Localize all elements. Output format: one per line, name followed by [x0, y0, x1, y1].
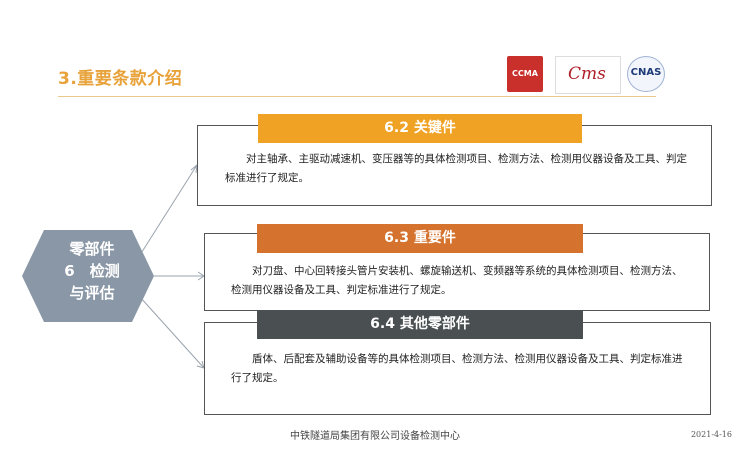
cms-logo-text: Cms [568, 64, 606, 84]
section-text-key-parts: 对主轴承、主驱动减速机、变压器等的具体检测项目、检测方法、检测用仪器设备及工具、… [225, 153, 687, 184]
footer-organization: 中铁隧道局集团有限公司设备检测中心 [290, 431, 460, 442]
footer-date: 2021-4-16 [690, 430, 732, 439]
hexagon-line-3: 与评估 [69, 284, 115, 302]
section-header-key-parts: 6.2 关键件 [258, 114, 582, 143]
cnas-logo-text: CNAS [630, 67, 662, 78]
connector-line-top [139, 164, 198, 256]
cms-logo: Cms [555, 56, 621, 94]
logo-group: CCMA Cms CNAS [507, 56, 667, 96]
title-divider [58, 96, 656, 97]
hexagon-shape [22, 230, 154, 322]
ccma-logo: CCMA [507, 56, 543, 92]
hexagon-line-2: 6 检测 [64, 262, 120, 280]
topic-hexagon [22, 230, 154, 322]
cnas-logo: CNAS [625, 56, 667, 92]
globe-icon [627, 56, 665, 92]
page-title: 3.重要条款介绍 [58, 69, 183, 89]
hexagon-label: 零部件 6 检测 与评估 [40, 238, 144, 304]
section-text-other-parts: 盾体、后配套及辅助设备等的具体检测项目、检测方法、检测用仪器设备及工具、判定标准… [231, 353, 683, 384]
connector-line-bottom [139, 296, 205, 369]
section-header-other-parts: 6.4 其他零部件 [257, 310, 583, 339]
hexagon-line-1: 零部件 [69, 240, 115, 258]
section-header-important-parts: 6.3 重要件 [257, 224, 583, 253]
section-text-important-parts: 对刀盘、中心回转接头管片安装机、螺旋输送机、变频器等系统的具体检测项目、检测方法… [231, 265, 683, 296]
ccma-logo-text: CCMA [512, 69, 538, 78]
